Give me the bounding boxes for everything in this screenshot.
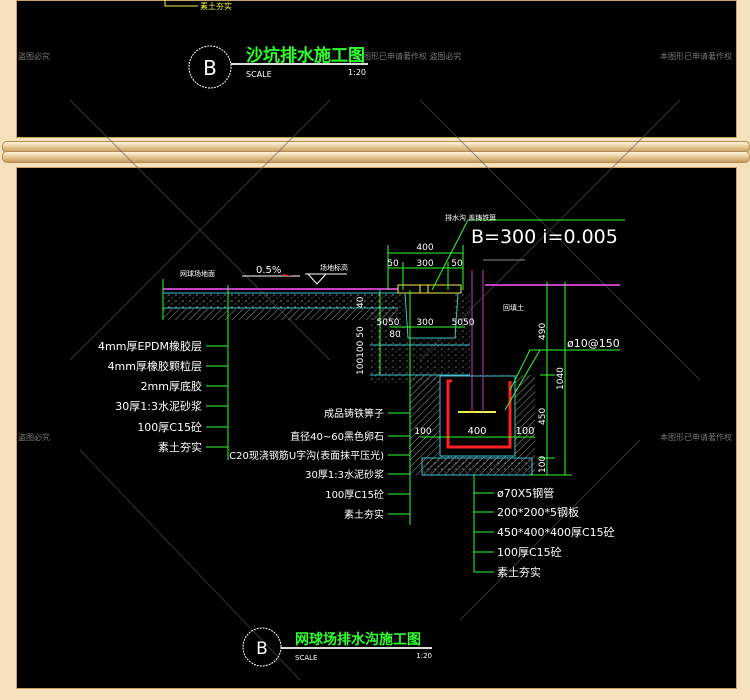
drain-spec: B=300 i=0.005	[471, 226, 618, 248]
soil-hatch	[163, 309, 398, 320]
layer-label: 成品铸铁箅子	[324, 407, 384, 420]
top-title: 沙坑排水施工图	[246, 45, 365, 66]
right-layer-list: ø70X5钢管 200*200*5钢板 450*400*400厚C15砼 100厚C1…	[474, 486, 615, 579]
watermark-text: 盗图必究	[18, 432, 50, 442]
layer-label: C20现浇钢筋U字沟(表面抹平压光)	[229, 449, 384, 462]
backfill-label: 回填土	[503, 303, 524, 312]
concrete-layer	[163, 293, 398, 308]
callout-circle	[188, 45, 232, 89]
dim-footing-mid: 400	[467, 426, 486, 437]
layer-label: 30厚1:3水泥砂浆	[115, 399, 202, 413]
dim-top-mid: 300	[416, 259, 433, 269]
scale-label: SCALE	[295, 654, 317, 662]
watermark-text: 本图形已申请著作权 盗图必究	[355, 51, 462, 61]
callout-letter: B	[256, 639, 268, 659]
left-layer-list: 4mm厚EPDM橡胶层 4mm厚橡胶颗粒层 2mm厚底胶 30厚1:3水泥砂浆 100厚…	[98, 339, 228, 454]
bottom-drawing-panel	[16, 167, 737, 689]
rebar-u	[446, 379, 512, 449]
dim-footing-right: 100	[515, 426, 534, 437]
callout-letter: B	[203, 56, 217, 80]
layer-label: 450*400*400厚C15砼	[497, 526, 615, 539]
rebar-spec: ø10@150	[567, 337, 620, 350]
dim-100: 100	[538, 456, 548, 473]
dim-left-vert-a: 40	[356, 296, 366, 308]
slope-arrow	[283, 274, 292, 276]
elevation-label: 场地标高	[320, 263, 348, 272]
watermark-text: 本图形已申请著作权	[660, 432, 732, 442]
dim-inner-right: 5050	[452, 318, 475, 328]
dim-inner-small: 80	[389, 330, 401, 340]
layer-label: 200*200*5钢板	[497, 505, 579, 519]
bottom-title: 网球场排水沟施工图	[295, 631, 421, 648]
slope-value: 0.5%	[256, 265, 281, 276]
layer-label: 100厚C15砼	[325, 488, 384, 501]
scale-value: 1:20	[416, 652, 432, 660]
layer-label: 30厚1:3水泥砂浆	[305, 468, 384, 481]
layer-label: 4mm厚橡胶颗粒层	[108, 359, 202, 373]
cast-iron-grate	[397, 284, 462, 294]
dim-1040: 1040	[556, 367, 566, 390]
layer-label: ø70X5钢管	[497, 486, 554, 500]
drain-label: 排水沟 盖铸铁箅	[445, 213, 496, 222]
dim-footing-left: 100	[414, 427, 431, 437]
top-drawing-panel	[16, 0, 737, 138]
top-leader-label: 素土夯实	[200, 1, 232, 11]
footing-pit	[439, 375, 516, 457]
drain-channel	[405, 293, 455, 338]
layer-label: 4mm厚EPDM橡胶层	[98, 339, 202, 353]
dim-top-left: 50	[387, 259, 399, 269]
scale-value: 1:20	[348, 68, 366, 77]
dim-490: 490	[538, 323, 548, 340]
elevation-symbol	[307, 273, 327, 285]
layer-label: 100厚C15砼	[497, 546, 562, 559]
dim-left-vert-b: 100100 50	[356, 326, 366, 375]
layer-label: 100厚C15砼	[137, 421, 202, 434]
dim-450: 450	[538, 408, 548, 425]
watermark-text: 盗图必究	[18, 51, 50, 61]
leader-line	[164, 0, 198, 7]
surface-label: 网球场地面	[180, 269, 215, 278]
layer-label: 素土夯实	[344, 508, 384, 521]
scale-label: SCALE	[246, 70, 272, 79]
watermark-text: 本图形已申请著作权	[660, 51, 732, 61]
dimension-lines	[227, 219, 625, 572]
layer-label: 素土夯实	[158, 440, 202, 454]
dim-top-right: 50	[451, 259, 463, 269]
base-slab	[421, 457, 533, 476]
layer-label: 直径40~60黑色卵石	[290, 430, 384, 443]
dim-top-total: 400	[416, 243, 433, 253]
u-channel-outline	[404, 292, 459, 339]
dim-inner-mid: 300	[416, 318, 433, 328]
layer-label: 素土夯实	[497, 565, 541, 579]
dim-inner-left: 5050	[377, 318, 400, 328]
layer-label: 2mm厚底胶	[141, 379, 202, 393]
